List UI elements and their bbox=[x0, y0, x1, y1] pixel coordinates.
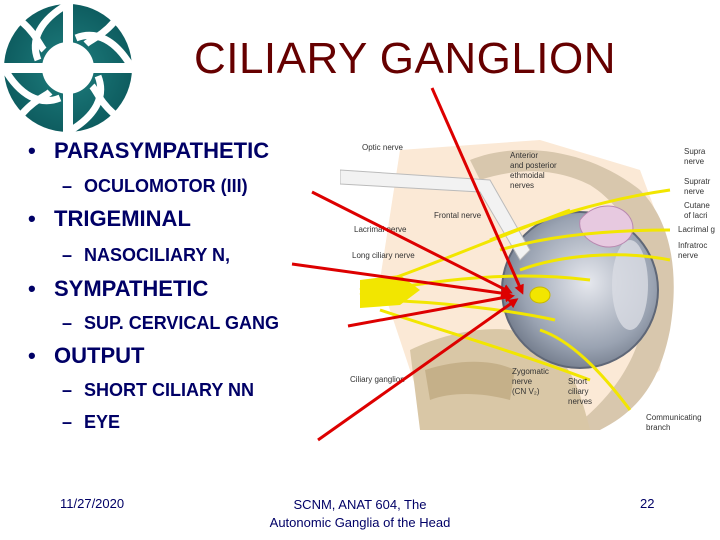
label-long-ciliary-nerve: Long ciliary nerve bbox=[352, 251, 415, 260]
sub-bullet-oculomotor: –OCULOMOTOR (III) bbox=[62, 176, 248, 197]
label-optic-nerve: Optic nerve bbox=[362, 143, 403, 152]
bullet-label: SYMPATHETIC bbox=[54, 276, 209, 301]
bullet-output: • OUTPUT bbox=[28, 343, 144, 369]
dash-marker: – bbox=[62, 245, 73, 265]
label-supratr-nerve: nerve bbox=[684, 187, 705, 196]
label-ciliary-ganglion: Ciliary ganglion bbox=[350, 375, 405, 384]
label-communicating: Communicating bbox=[646, 413, 702, 422]
label-short-ciliary-nerves: nerves bbox=[568, 397, 592, 406]
bullet-label: PARASYMPATHETIC bbox=[54, 138, 270, 163]
label-zygomatic-nerve: nerve bbox=[512, 377, 533, 386]
bullet-marker: • bbox=[28, 276, 36, 301]
sub-bullet-eye: –EYE bbox=[62, 412, 120, 433]
sub-bullet-nasociliary: –NASOCILIARY N, bbox=[62, 245, 230, 266]
sub-bullet-label: SHORT CILIARY NN bbox=[84, 380, 255, 400]
footer-course-line1: SCNM, ANAT 604, The bbox=[293, 497, 427, 512]
bullet-label: OUTPUT bbox=[54, 343, 145, 368]
sub-bullet-short-ciliary: –SHORT CILIARY NN bbox=[62, 380, 254, 401]
bullet-marker: • bbox=[28, 343, 36, 368]
sub-bullet-label: NASOCILIARY N, bbox=[84, 245, 231, 265]
bullet-marker: • bbox=[28, 138, 36, 163]
label-ethmoidal-nerves: nerves bbox=[510, 181, 534, 190]
label-and-posterior: and posterior bbox=[510, 161, 557, 170]
label-cn: (CN V₂) bbox=[512, 387, 540, 396]
label-short: Short bbox=[568, 377, 588, 386]
label-supratr: Supratr bbox=[684, 177, 711, 186]
label-ciliary: ciliary bbox=[568, 387, 588, 396]
label-supra-nerve: nerve bbox=[684, 157, 705, 166]
swirl-logo-icon bbox=[0, 0, 140, 140]
bullet-marker: • bbox=[28, 206, 36, 231]
sub-bullet-label: OCULOMOTOR (III) bbox=[84, 176, 248, 196]
sub-bullet-label: SUP. CERVICAL GANG bbox=[84, 313, 280, 333]
label-lacrimal-gland: Lacrimal g bbox=[678, 225, 715, 234]
dash-marker: – bbox=[62, 313, 73, 333]
sub-bullet-label: EYE bbox=[84, 412, 121, 432]
dash-marker: – bbox=[62, 176, 73, 196]
sub-bullet-cervical: –SUP. CERVICAL GANG bbox=[62, 313, 279, 334]
footer-page-number: 22 bbox=[640, 496, 655, 511]
label-of-lacri: of lacri bbox=[684, 211, 708, 220]
footer-date: 11/27/2020 bbox=[60, 496, 125, 511]
footer-course-line2: Autonomic Ganglia of the Head bbox=[269, 515, 451, 530]
bullet-trigeminal: • TRIGEMINAL bbox=[28, 206, 191, 232]
footer-course: SCNM, ANAT 604, The Autonomic Ganglia of… bbox=[240, 496, 480, 532]
label-infratroc: Infratroc bbox=[678, 241, 707, 250]
label-zygomatic: Zygomatic bbox=[512, 367, 549, 376]
slide-title: CILIARY GANGLION bbox=[193, 34, 617, 83]
label-cutane: Cutane bbox=[684, 201, 710, 210]
orbit-anatomy-figure: Optic nerve Anterior and posterior ethmo… bbox=[340, 130, 715, 440]
label-anterior: Anterior bbox=[510, 151, 538, 160]
label-lacrimal-nerve: Lacrimal nerve bbox=[354, 225, 407, 234]
dash-marker: – bbox=[62, 412, 73, 432]
bullet-parasympathetic: • PARASYMPATHETIC bbox=[28, 138, 269, 164]
label-branch: branch bbox=[646, 423, 670, 432]
dash-marker: – bbox=[62, 380, 73, 400]
label-infratroc-nerve: nerve bbox=[678, 251, 699, 260]
bullet-sympathetic: • SYMPATHETIC bbox=[28, 276, 208, 302]
label-frontal-nerve: Frontal nerve bbox=[434, 211, 482, 220]
label-supra: Supra bbox=[684, 147, 706, 156]
bullet-label: TRIGEMINAL bbox=[54, 206, 191, 231]
label-ethmoidal: ethmoidal bbox=[510, 171, 545, 180]
